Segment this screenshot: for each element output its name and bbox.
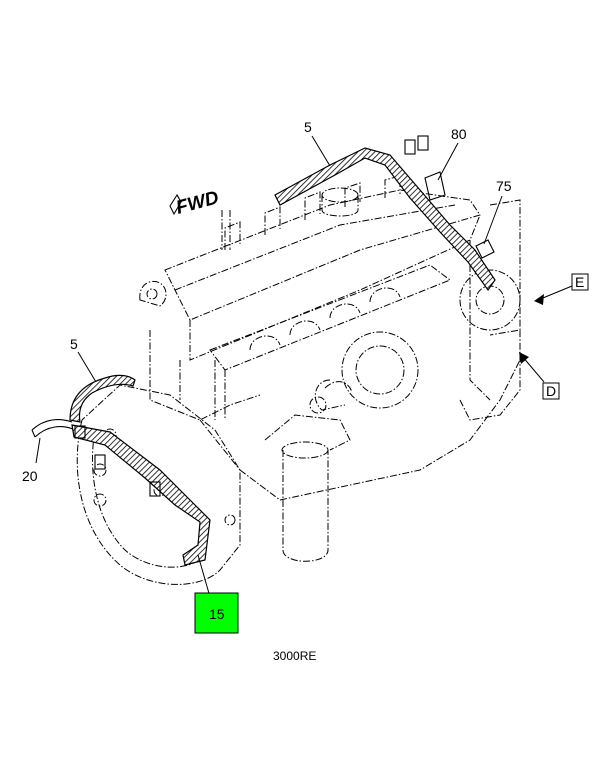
- forward-direction-arrow-icon: [169, 193, 182, 216]
- fwd-indicator: FWD: [169, 187, 221, 219]
- drawing-code: 3000RE: [273, 649, 316, 663]
- detail-box-d[interactable]: [542, 382, 560, 400]
- leader-lines: [35, 135, 573, 598]
- harness-5-upper: [274, 147, 496, 292]
- harness-clips: [74, 425, 161, 497]
- callout-5-top: 5: [304, 119, 312, 135]
- callout-15: 15: [209, 606, 225, 622]
- bracket-80: [404, 135, 446, 201]
- callout-15-highlight[interactable]: [194, 592, 239, 634]
- detail-label-e: E: [575, 274, 584, 290]
- detail-box-e[interactable]: [571, 273, 589, 291]
- harness-20: [31, 419, 74, 438]
- detail-label-d: D: [546, 383, 556, 399]
- harness-5-lower: [69, 374, 211, 566]
- callout-20: 20: [22, 468, 38, 484]
- callout-75: 75: [496, 178, 512, 194]
- engine-block-outline: [76, 175, 521, 585]
- callout-80: 80: [451, 126, 467, 142]
- fwd-label: FWD: [174, 187, 221, 219]
- callout-5-left: 5: [70, 336, 78, 352]
- clip-75: [475, 239, 495, 259]
